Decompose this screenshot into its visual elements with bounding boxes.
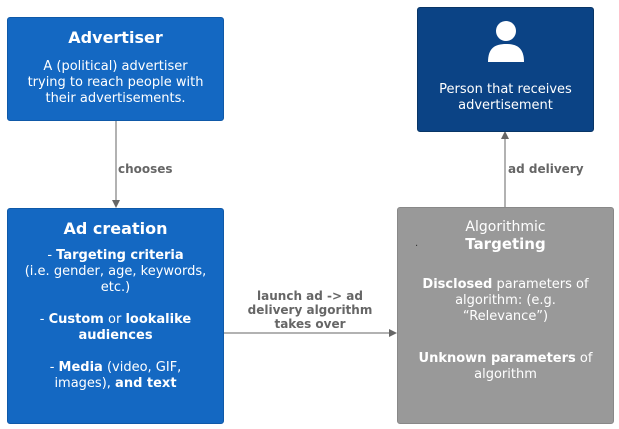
audiences-line: audiences [78, 328, 153, 343]
advertiser-title: Advertiser [68, 28, 163, 47]
parameters-of-text: parameters of [492, 277, 589, 292]
targeting-examples-end: etc.) [100, 280, 131, 295]
ad-delivery-label: ad delivery [508, 162, 584, 176]
custom-line: - Custom or lookalike [8, 312, 223, 328]
media-text: Media [58, 360, 103, 375]
unknown-parameters-text: Unknown parameters [418, 351, 576, 366]
images-text-line: images), and text [8, 376, 223, 392]
launch-label-line-2: delivery algorithm [247, 303, 373, 317]
algorithm-line: algorithm [474, 367, 537, 382]
ad-creation-box[interactable]: Ad creation - Targeting criteria (i.e. g… [7, 208, 224, 424]
bullet: - [49, 360, 59, 375]
or-text: or [103, 312, 126, 327]
images-text: images), [54, 376, 116, 391]
chooses-label: chooses [118, 162, 173, 176]
targeting-examples-line: (i.e. gender, age, keywords, [24, 264, 207, 279]
targeting-criteria-text: Targeting criteria [56, 248, 184, 263]
advertiser-desc-3: their advertisements. [45, 91, 186, 106]
algorithm-eg-line: algorithm: (e.g. [455, 293, 556, 308]
media-line: - Media (video, GIF, [8, 360, 223, 376]
advertiser-box[interactable]: Advertiser A (political) advertiser tryi… [7, 17, 224, 121]
bullet: - [39, 312, 49, 327]
unknown-line: Unknown parameters of [398, 351, 613, 367]
and-text-text: and text [115, 376, 177, 391]
targeting-criteria-line: - Targeting criteria [8, 248, 223, 264]
custom-text: Custom [48, 312, 104, 327]
media-types-text: (video, GIF, [102, 360, 182, 375]
relevance-line: “Relevance”) [462, 309, 549, 324]
disclosed-text: Disclosed [422, 277, 493, 292]
launch-label-line-1: launch ad -> ad [257, 289, 363, 303]
targeting-title: Targeting [465, 235, 546, 253]
person-box[interactable]: Person that receives advertisement [417, 7, 594, 132]
person-icon [487, 21, 524, 62]
lookalike-text: lookalike [125, 312, 192, 327]
advertiser-desc-1: A (political) advertiser [43, 59, 188, 74]
launch-label: launch ad -> ad delivery algorithm takes… [234, 289, 386, 331]
person-desc-2: advertisement [458, 98, 553, 113]
targeting-dot: . [415, 238, 419, 249]
targeting-subtitle: Algorithmic [465, 219, 546, 235]
of-text: of [575, 351, 593, 366]
person-desc-1: Person that receives [439, 82, 572, 97]
disclosed-line: Disclosed parameters of [398, 277, 613, 293]
algorithmic-targeting-box[interactable]: Algorithmic Targeting . Disclosed parame… [397, 207, 614, 424]
launch-label-line-3: takes over [274, 317, 346, 331]
advertiser-desc-2: trying to reach people with [27, 75, 204, 90]
ad-creation-title: Ad creation [63, 219, 168, 238]
bullet: - [47, 248, 57, 263]
